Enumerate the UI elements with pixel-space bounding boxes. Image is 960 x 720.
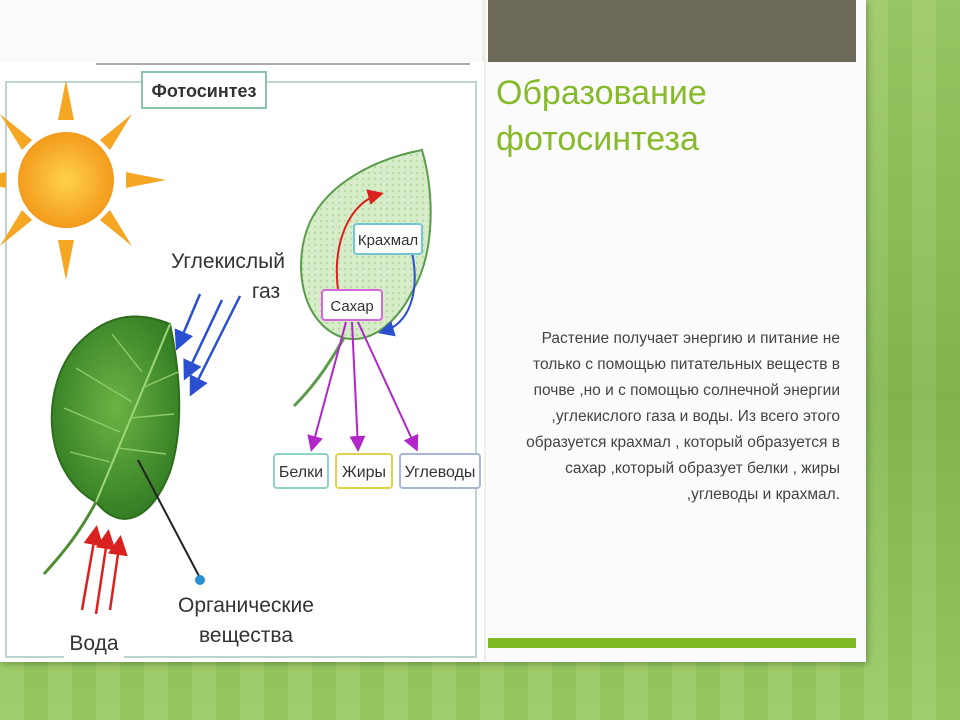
sugar-box xyxy=(321,289,383,321)
starch-to-sugar-arrow xyxy=(378,251,416,337)
co2-label-line2: газ xyxy=(252,280,280,303)
starch-label: Крахмал xyxy=(358,232,418,249)
organic-label-line2: вещества xyxy=(199,624,293,647)
organic-pointer-dot xyxy=(195,575,205,585)
products-arrows xyxy=(307,321,419,452)
organic-pointer-line xyxy=(137,459,201,579)
photosynthesis-diagram: Фотосинтез Углекислый газ xyxy=(0,62,484,662)
carbs-label: Углеводы xyxy=(405,464,476,481)
slide: Фотосинтез Углекислый газ xyxy=(0,0,866,662)
header-box xyxy=(141,71,267,109)
fats-box xyxy=(335,453,393,489)
water-arrows xyxy=(80,525,128,615)
green-leaf-icon xyxy=(42,315,181,576)
sun-icon xyxy=(0,80,166,280)
water-label: Вода xyxy=(69,632,118,655)
organic-label-line1: Органические xyxy=(178,594,314,617)
starch-box xyxy=(353,223,423,255)
fats-label: Жиры xyxy=(342,464,386,481)
panel-divider xyxy=(482,0,486,662)
co2-arrows xyxy=(174,293,242,397)
co2-label-line1: Углекислый xyxy=(171,250,285,273)
bottom-accent-bar xyxy=(488,638,856,648)
sugar-label: Сахар xyxy=(330,298,373,315)
carbs-box xyxy=(399,453,481,489)
slide-body-text: Растение получает энергию и питание не т… xyxy=(526,330,840,503)
proteins-box xyxy=(273,453,329,489)
diagram-svg: Фотосинтез Углекислый газ xyxy=(0,63,481,658)
slide-title: Образование фотосинтеза xyxy=(496,74,707,158)
top-accent-bar xyxy=(488,0,856,62)
proteins-label: Белки xyxy=(279,464,323,481)
sugar-to-starch-arrow xyxy=(335,189,384,291)
diagram-header: Фотосинтез xyxy=(152,81,257,101)
water-box xyxy=(64,624,124,658)
light-leaf-icon xyxy=(292,148,432,408)
